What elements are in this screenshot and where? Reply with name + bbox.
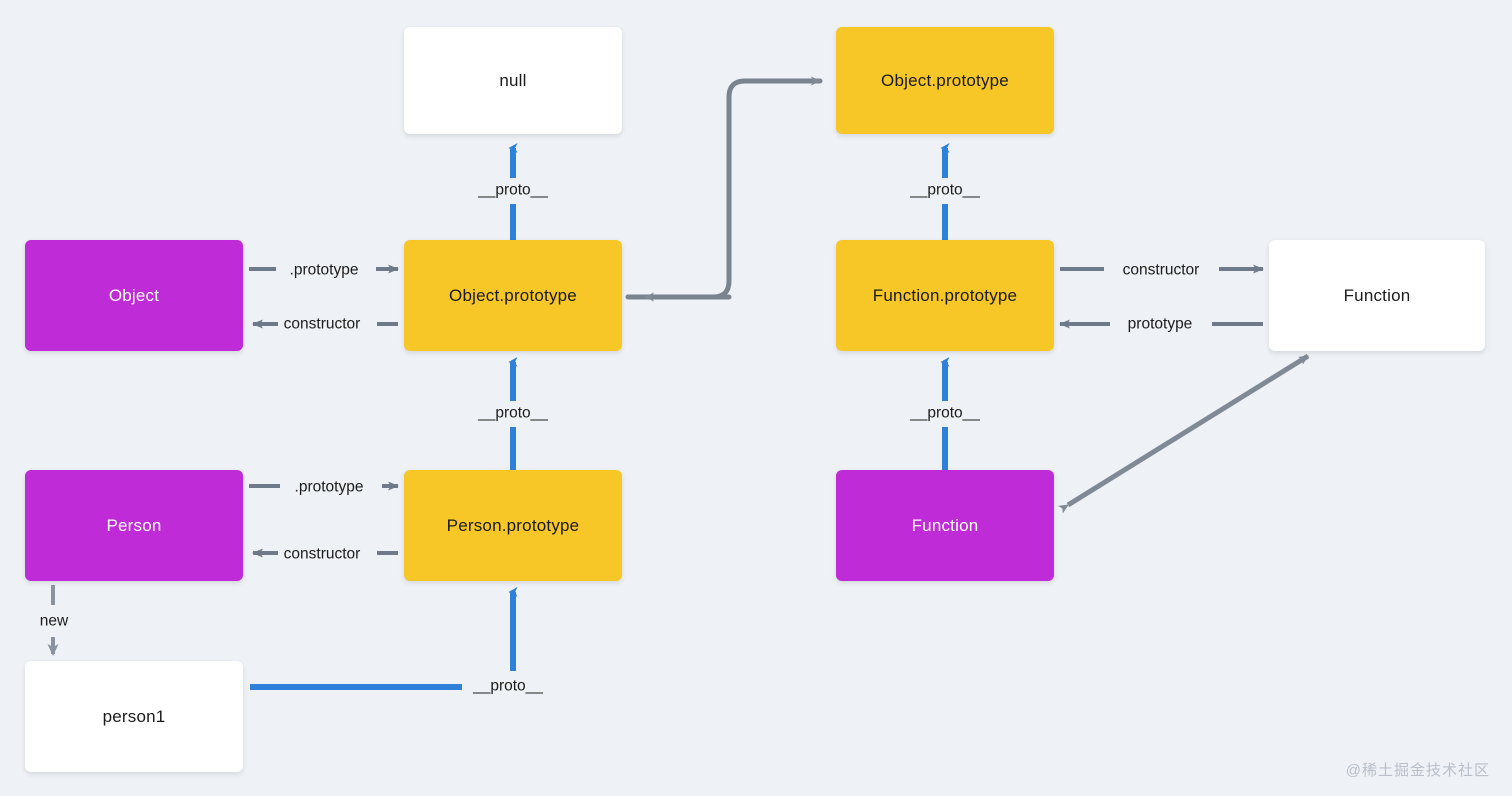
node-person[interactable]: Person [25, 470, 243, 581]
node-object-prototype-top-right[interactable]: Object.prototype [836, 27, 1054, 134]
node-function-white[interactable]: Function [1269, 240, 1485, 351]
node-person-prototype[interactable]: Person.prototype [404, 470, 622, 581]
edge-label-proto-functionprototype-objectprototype2: __proto__ [906, 181, 984, 199]
node-label: Object.prototype [881, 70, 1009, 90]
node-object-prototype[interactable]: Object.prototype [404, 240, 622, 351]
node-function-prototype[interactable]: Function.prototype [836, 240, 1054, 351]
watermark: @稀土掘金技术社区 [1345, 762, 1490, 779]
edge-functionmagenta-functionwhite-diagonal [1057, 353, 1310, 514]
edge-person1-personprototype [250, 587, 518, 690]
node-label: null [499, 70, 527, 90]
node-null[interactable]: null [404, 27, 622, 134]
edge-label-constructor-functionprototype: constructor [1118, 261, 1204, 279]
edge-label-proto-person1-personprototype: __proto__ [469, 677, 547, 695]
edge-label-new-person-person1: new [35, 612, 73, 630]
node-label: Function.prototype [872, 285, 1018, 305]
node-label: Object [108, 285, 160, 305]
node-person1[interactable]: person1 [25, 661, 243, 772]
edge-label-proto-personprototype-objectprototype: __proto__ [474, 404, 552, 422]
edge-label-constructor-objectprototype: constructor [279, 315, 365, 333]
node-label: Object.prototype [449, 285, 577, 305]
node-label: person1 [102, 706, 166, 726]
edge-label-prototype-object: .prototype [285, 261, 363, 279]
edge-functionprototype-to-objectprototype-curved [625, 76, 823, 302]
edge-label-prototype-function: prototype [1123, 315, 1197, 333]
node-label: Function [1343, 285, 1411, 305]
node-label: Person.prototype [446, 515, 580, 535]
node-label: Person [106, 515, 162, 535]
node-object[interactable]: Object [25, 240, 243, 351]
edge-label-constructor-personprototype: constructor [279, 545, 365, 563]
node-label: Function [911, 515, 979, 535]
edge-label-proto-functionmagenta-functionprototype: __proto__ [906, 404, 984, 422]
node-function-magenta[interactable]: Function [836, 470, 1054, 581]
edge-label-prototype-person: .prototype [290, 478, 368, 496]
edge-label-proto-objectprototype-null: __proto__ [474, 181, 552, 199]
